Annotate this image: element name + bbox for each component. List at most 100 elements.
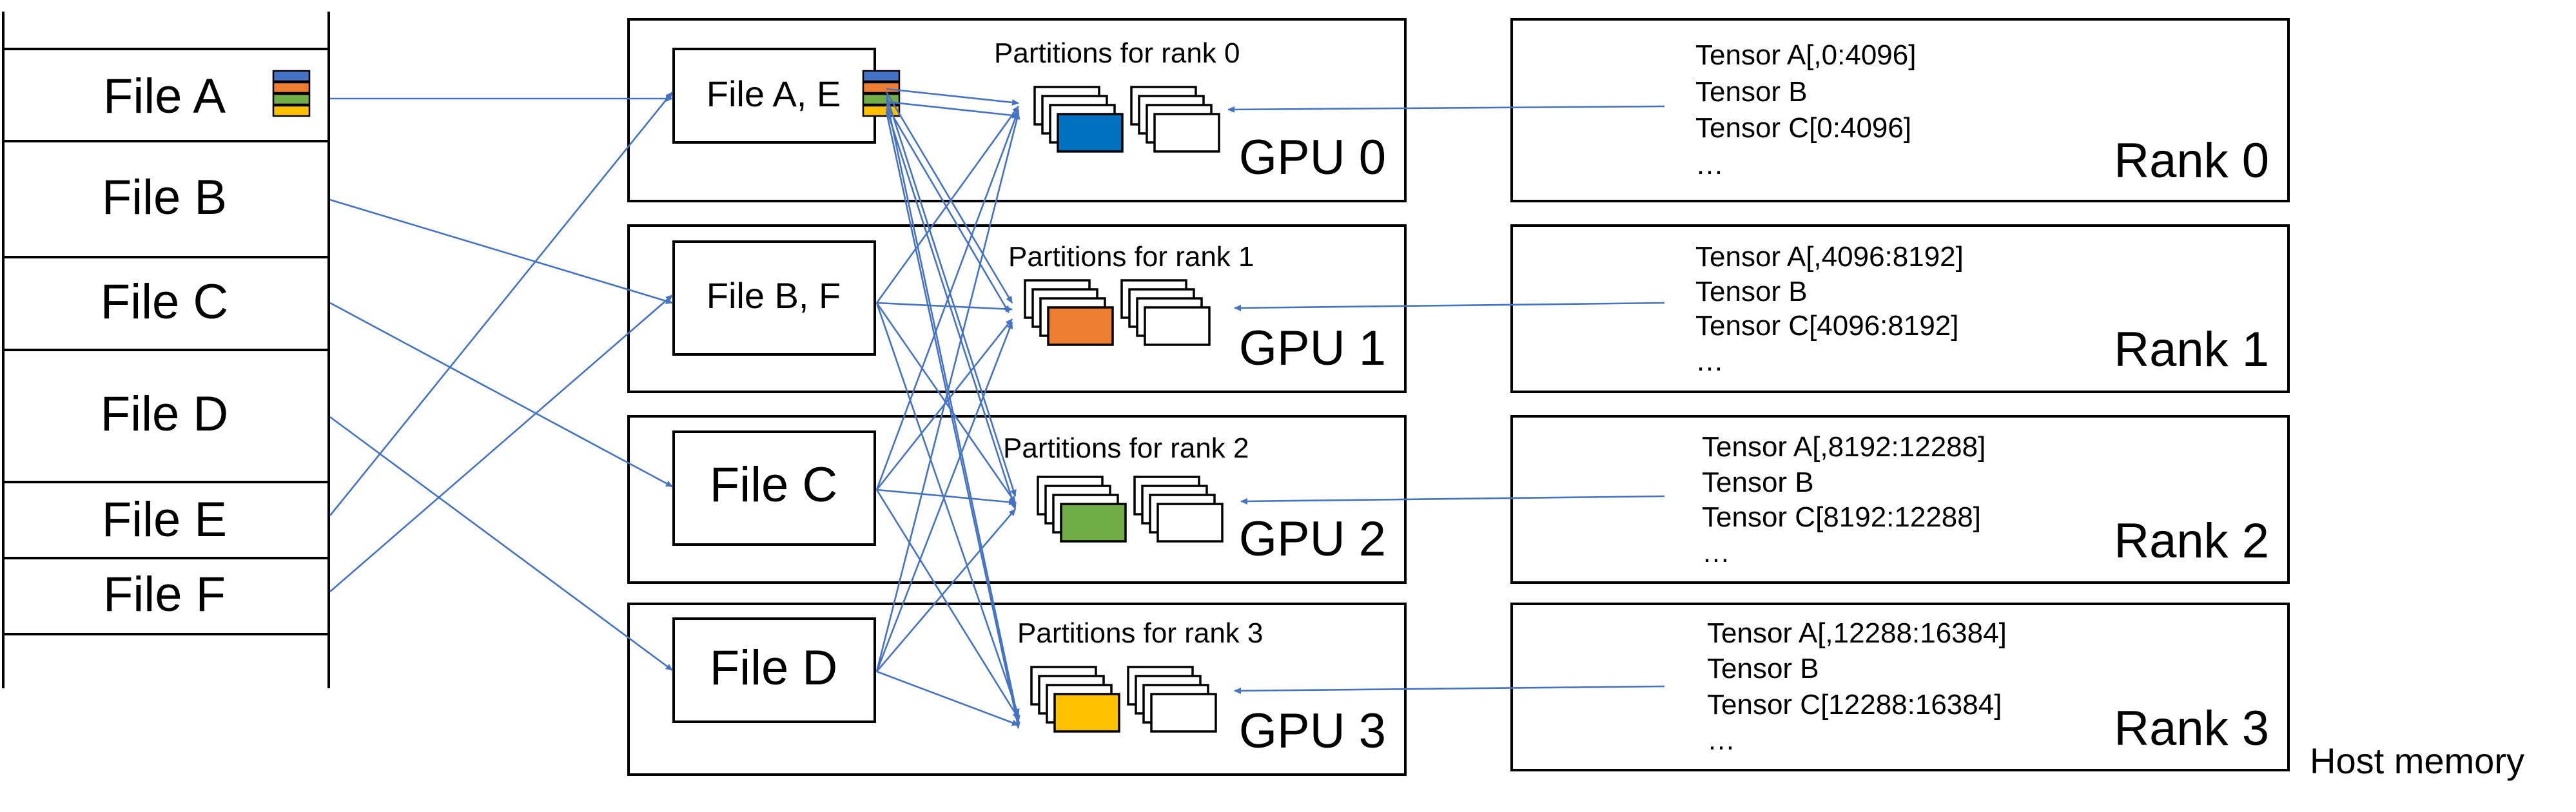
gpu-panel-3: File D Partitions for rank 3 GPU 3 <box>627 603 1407 776</box>
gpu-file-box-label: File D <box>710 641 837 695</box>
host-memory-label: Host memory <box>2310 740 2524 781</box>
own-partition-tile <box>1060 503 1127 543</box>
file-row-f[interactable]: File F <box>2 557 330 635</box>
stack-bar <box>862 70 901 82</box>
rank-label: Rank 2 <box>2114 514 2269 568</box>
partitions-label: Partitions for rank 1 <box>1008 241 1254 273</box>
file-row-a[interactable]: File A <box>2 48 330 142</box>
connector-arrow <box>1240 495 1665 505</box>
connector-arrow <box>876 508 1016 672</box>
connector-arrow <box>885 111 1020 729</box>
rank-line: Tensor A[,0:4096] <box>1695 39 1916 71</box>
stack-bar <box>272 93 311 106</box>
gpu-file-box-label: File A, E <box>707 73 841 114</box>
connector-arrow <box>885 104 1010 313</box>
connector-arrow <box>329 198 673 304</box>
connector-arrow <box>329 295 673 592</box>
own-partition-tile <box>1047 306 1114 346</box>
rank-line: Tensor C[8192:12288] <box>1702 501 1981 533</box>
rank-line: … <box>1707 724 1735 756</box>
gpu-file-box[interactable] <box>672 48 876 144</box>
gpu-file-box-label: File C <box>710 458 837 512</box>
file-label: File E <box>102 492 227 547</box>
rank-line: Tensor A[,4096:8192] <box>1695 241 1964 273</box>
partition-stack-icon <box>272 70 311 117</box>
rank-line: Tensor B <box>1707 653 1819 684</box>
partition-tiles <box>1024 279 1211 346</box>
stack-bar <box>272 104 311 117</box>
connector-arrow <box>875 489 1020 719</box>
gpu-label: GPU 2 <box>1239 512 1386 566</box>
file-label: File D <box>101 387 228 441</box>
connector-arrow <box>886 101 1019 119</box>
gpu-panel-2: File C Partitions for rank 2 GPU 2 <box>627 415 1407 584</box>
file-row-c[interactable]: File C <box>2 256 330 351</box>
partition-tile <box>1156 503 1224 543</box>
rank-line: Tensor B <box>1702 467 1814 498</box>
connector-arrow <box>885 98 1020 722</box>
rank-panel-0: Tensor A[,0:4096] Tensor B Tensor C[0:40… <box>1510 18 2290 202</box>
connector-arrow <box>876 670 1019 726</box>
file-storage-column: File A File B File C File D File E File … <box>2 12 330 688</box>
connector-arrow <box>885 92 1013 304</box>
rank-label: Rank 3 <box>2114 701 2269 756</box>
rank-label: Rank 0 <box>2114 133 2269 188</box>
connector-arrow <box>885 108 1017 510</box>
rank-line: Tensor A[,12288:16384] <box>1707 617 2007 649</box>
stack-bar <box>272 81 311 94</box>
connector-arrow <box>1227 105 1665 113</box>
gpu-panel-0: File A, E Partitions for rank 0 GPU 0 <box>627 18 1407 202</box>
connector-arrow <box>875 109 1020 490</box>
rank-line: … <box>1702 537 1730 568</box>
connector-arrow <box>885 95 1017 497</box>
rank-panel-1: Tensor A[,4096:8192] Tensor B Tensor C[4… <box>1510 224 2290 393</box>
rank-line: Tensor C[12288:16384] <box>1707 689 2002 720</box>
file-row-b[interactable]: File B <box>2 140 330 258</box>
connector-arrow <box>329 416 673 672</box>
own-partition-tile <box>1053 693 1120 733</box>
connector-arrow <box>1234 685 1665 694</box>
partition-tile <box>1150 693 1217 733</box>
rank-line: Tensor B <box>1695 76 1808 108</box>
connector-arrow <box>875 322 1013 672</box>
gpu-file-box-label: File B, F <box>707 275 841 316</box>
gpu-label: GPU 1 <box>1239 321 1386 376</box>
own-partition-tile <box>1057 113 1124 153</box>
rank-line: … <box>1695 149 1724 180</box>
rank-line: Tensor C[0:4096] <box>1695 112 1911 144</box>
file-row-e[interactable]: File E <box>2 481 330 559</box>
partitions-label: Partitions for rank 2 <box>1003 432 1249 464</box>
connector-arrow <box>329 302 673 488</box>
connector-arrow <box>329 92 674 516</box>
partition-tiles <box>1037 476 1224 543</box>
connectors <box>329 88 1665 729</box>
connector-arrow <box>875 106 1020 304</box>
rank-panel-2: Tensor A[,8192:12288] Tensor B Tensor C[… <box>1510 415 2290 584</box>
gpu-file-box[interactable] <box>672 430 876 546</box>
rank-label: Rank 1 <box>2114 322 2269 377</box>
partition-tiles <box>1033 86 1220 153</box>
stack-bar <box>862 104 901 117</box>
partitions-label: Partitions for rank 3 <box>1017 617 1264 649</box>
stack-bar <box>272 70 311 82</box>
gpu-file-box[interactable] <box>672 617 876 723</box>
file-row-d[interactable]: File D <box>2 349 330 483</box>
stack-bar <box>862 81 901 94</box>
file-label: File C <box>101 275 228 329</box>
gpu-file-box[interactable] <box>672 240 876 356</box>
partition-tile <box>1144 306 1211 346</box>
partition-tile <box>1153 113 1220 153</box>
connector-arrow <box>1234 302 1665 311</box>
file-label: File F <box>103 567 226 622</box>
rank-line: … <box>1695 345 1724 377</box>
connector-arrow <box>886 88 1019 106</box>
rank-line: Tensor A[,8192:12288] <box>1702 431 1986 463</box>
gpu-panel-1: File B, F Partitions for rank 1 GPU 1 <box>627 224 1407 393</box>
partitions-label: Partitions for rank 0 <box>994 37 1240 69</box>
file-label: File B <box>102 170 227 225</box>
connector-arrow <box>876 488 1016 506</box>
gpu-label: GPU 3 <box>1239 704 1386 759</box>
rank-line: Tensor B <box>1695 276 1808 307</box>
connector-arrow <box>875 302 1020 716</box>
